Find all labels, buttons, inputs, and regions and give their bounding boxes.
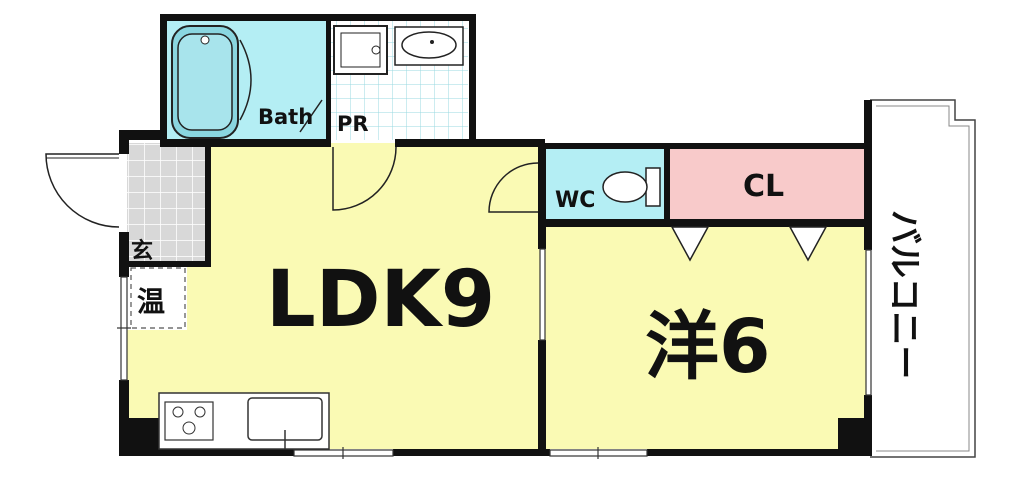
- closet-floor: [669, 148, 865, 219]
- water-heater-area: [127, 265, 187, 330]
- bath-label: Bath: [258, 105, 313, 129]
- entrance-door: [45, 153, 120, 228]
- washing-machine-pan-icon: [333, 25, 388, 75]
- pr-label: PR: [337, 112, 369, 136]
- pr-door: [332, 146, 397, 211]
- water-heater-outline: [130, 267, 186, 329]
- kitchen-sink-icon: [247, 397, 323, 449]
- entrance-label: 玄: [131, 238, 153, 264]
- stove-icon: [164, 401, 214, 441]
- bath-door: [239, 39, 323, 133]
- doors: [45, 39, 539, 228]
- windows: [117, 248, 872, 459]
- balcony-label: バルコニー: [884, 210, 924, 379]
- closet-doors: [670, 226, 828, 262]
- wc-label: WC: [555, 188, 595, 213]
- western-room-floor: [541, 225, 868, 449]
- closet-label: CL: [743, 169, 784, 204]
- western-room-label: 洋6: [645, 304, 771, 390]
- labels: Bath PR LDK9 WC CL 洋6 玄 温 バルコニー: [131, 105, 924, 390]
- wc-door: [488, 162, 539, 213]
- entrance-floor-tiles: [127, 143, 207, 265]
- bathtub-icon: [171, 25, 239, 139]
- walls: [119, 14, 872, 456]
- toilet-icon: [602, 167, 661, 207]
- water-heater-label: 温: [137, 285, 165, 318]
- washbasin-icon: [394, 26, 464, 66]
- balcony: [870, 99, 976, 458]
- ldk-label: LDK9: [266, 255, 495, 345]
